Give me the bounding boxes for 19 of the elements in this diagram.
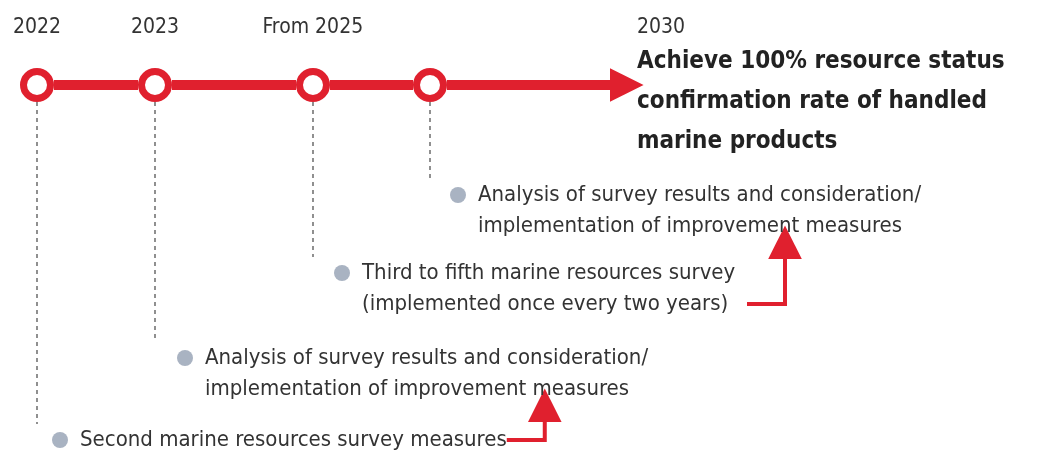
timeline-circle — [413, 68, 447, 102]
year-label: 2030 — [637, 14, 686, 38]
dashed-line — [312, 101, 314, 258]
step-arrow — [506, 388, 562, 442]
year-label: 2023 — [131, 14, 180, 38]
timeline-circle — [138, 68, 172, 102]
milestone-text: Analysis of survey results and consideration/ implementation of improvement measures — [205, 343, 650, 402]
timeline-arrow — [447, 68, 644, 102]
timeline-circle — [296, 68, 330, 102]
dashed-line — [36, 101, 38, 425]
milestone-text: Third to fifth marine resources survey (implemented once every two years) — [362, 258, 737, 317]
dashed-line — [429, 101, 431, 180]
milestone-text: Analysis of survey results and consideration/ implementation of improvement measures — [478, 180, 923, 239]
goal-text: Achieve 100% resource status confirmation rate of handled marine products — [637, 45, 1006, 156]
step-arrow — [747, 225, 802, 306]
milestone-text: Second marine resources survey measures — [80, 425, 507, 453]
year-label: From 2025 — [262, 14, 364, 38]
year-label: 2022 — [13, 14, 62, 38]
timeline-circle — [20, 68, 54, 102]
